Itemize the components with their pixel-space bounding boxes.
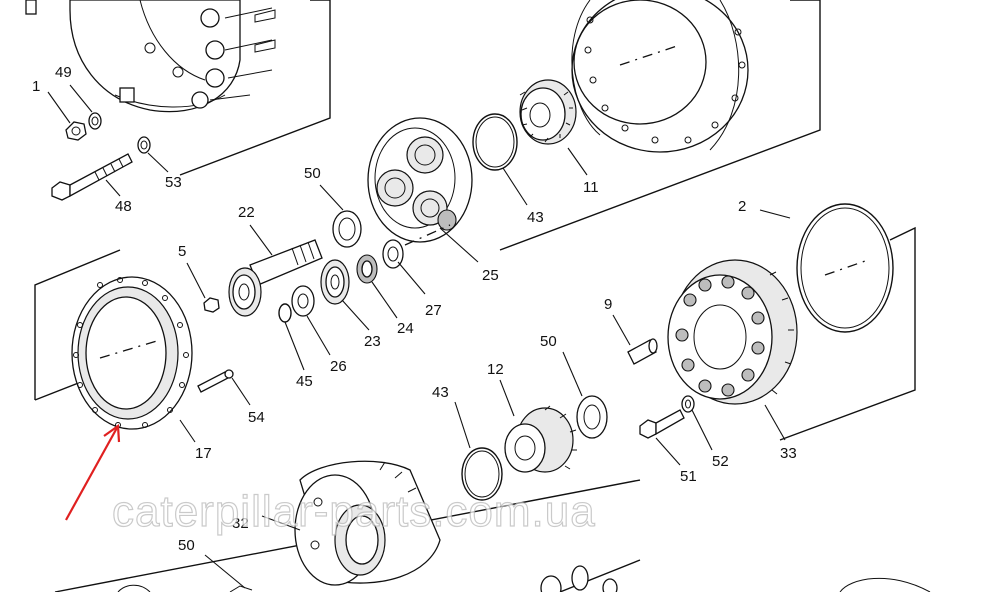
planet-carrier xyxy=(367,117,473,246)
pin-9 xyxy=(627,338,658,365)
small-fasteners-top xyxy=(51,112,151,201)
ring-bolt-holes xyxy=(584,16,746,144)
bottom-partial-parts xyxy=(117,565,931,592)
callout-12: 12 xyxy=(487,361,504,378)
callout-26: 26 xyxy=(330,358,347,375)
callout-43-upper: 43 xyxy=(527,209,544,226)
washer-26 xyxy=(291,285,315,317)
seal-ring-2 xyxy=(796,203,894,333)
bolt-54 xyxy=(197,369,234,393)
gear-11 xyxy=(519,79,577,145)
callout-2: 2 xyxy=(738,198,746,215)
callout-45: 45 xyxy=(296,373,313,390)
callout-17: 17 xyxy=(195,445,212,462)
callout-24: 24 xyxy=(397,320,414,337)
callout-1: 1 xyxy=(32,78,40,95)
callout-9: 9 xyxy=(604,296,612,313)
planet-carrier-32 xyxy=(294,460,441,586)
leader-lines xyxy=(47,84,791,589)
washer-27 xyxy=(382,239,404,269)
ring-gear-17 xyxy=(71,276,193,430)
callout-43-middle: 43 xyxy=(432,384,449,401)
gear-12 xyxy=(504,405,577,473)
callout-32: 32 xyxy=(232,515,249,532)
watermark-text: caterpillar-parts.com.ua xyxy=(112,487,596,536)
final-drive-housing xyxy=(25,0,276,113)
nut-5 xyxy=(203,297,220,313)
carrier-bolts xyxy=(675,275,765,397)
callout-23: 23 xyxy=(364,333,381,350)
ring-gear-holes xyxy=(73,277,189,428)
thrust-washer-50-middle xyxy=(576,395,608,439)
red-pointer-arrow xyxy=(65,423,121,521)
callout-22: 22 xyxy=(238,204,255,221)
snap-ring-45 xyxy=(278,303,292,323)
thrust-washer-50-upper xyxy=(332,210,362,248)
o-ring-43-middle xyxy=(461,447,503,501)
o-ring-43-top xyxy=(472,113,518,171)
callout-50-upper: 50 xyxy=(304,165,321,182)
callout-48: 48 xyxy=(115,198,132,215)
sun-gear-shaft-22 xyxy=(228,239,323,317)
callout-33: 33 xyxy=(780,445,797,462)
callout-50-middle: 50 xyxy=(540,333,557,350)
callout-labels: 1 49 53 48 50 22 5 25 43 11 2 24 27 23 2… xyxy=(32,64,797,554)
callout-5: 5 xyxy=(178,243,186,260)
needle-bearing-24 xyxy=(356,254,378,284)
callout-52: 52 xyxy=(712,453,729,470)
washer-52 xyxy=(681,395,695,413)
bolt-51 xyxy=(639,409,685,439)
planet-carrier-33 xyxy=(667,259,798,405)
callout-25: 25 xyxy=(482,267,499,284)
large-ring-top xyxy=(571,0,749,153)
callout-51: 51 xyxy=(680,468,697,485)
callout-27: 27 xyxy=(425,302,442,319)
callout-11: 11 xyxy=(583,179,599,196)
callout-50-lower: 50 xyxy=(178,537,195,554)
gear-23 xyxy=(320,259,350,305)
callout-54: 54 xyxy=(248,409,265,426)
callout-49: 49 xyxy=(55,64,72,81)
callout-53: 53 xyxy=(165,174,182,191)
